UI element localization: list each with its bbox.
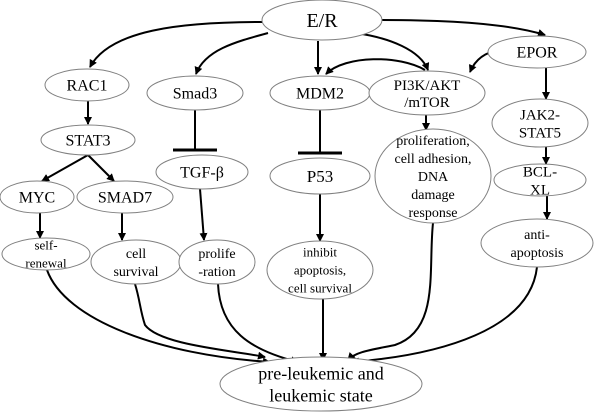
edge-self-renewal-to-leukemic: [46, 269, 271, 366]
edge-stat3-to-smad7: [87, 154, 115, 182]
node-label: PI3K/AKT: [394, 78, 461, 94]
node-proliferation: prolife -ration: [178, 239, 256, 285]
node-shape: [368, 70, 486, 116]
node-label: RAC1: [67, 78, 108, 95]
node-label: TGF-β: [180, 165, 224, 182]
node-bclxl: BCL- XL: [493, 163, 587, 198]
node-tgfb: TGF-β: [155, 154, 249, 190]
node-label: BCL-: [523, 164, 557, 180]
node-label: MYC: [19, 190, 55, 207]
node-label: SMAD7: [98, 190, 152, 207]
node-label: anti-: [524, 228, 550, 243]
node-self-renewal: self-renewal: [1, 237, 91, 271]
node-shape: [480, 218, 594, 268]
edge-tgfb-to-proliferation: [199, 188, 208, 241]
edge-prolif-adhesion-to-leukemic: [347, 222, 434, 361]
node-label: /mTOR: [404, 95, 450, 111]
node-shape: [178, 239, 256, 285]
edge-er-to-rac1: [89, 21, 263, 68]
node-label: XL: [530, 182, 550, 198]
edge-stat3-to-myc: [41, 154, 89, 182]
node-er: E/R: [261, 0, 383, 41]
edge-proliferation-to-leukemic: [217, 283, 299, 365]
node-label: DNA: [418, 170, 449, 185]
node-label: cell adhesion,: [395, 152, 472, 167]
node-label: Smad3: [173, 86, 217, 103]
node-myc: MYC: [0, 180, 75, 214]
edge-cell-survival-to-leukemic: [134, 283, 266, 360]
node-shape: [1, 237, 91, 271]
node-shape: [76, 180, 174, 214]
node-label: response: [409, 206, 458, 221]
node-stat3: STAT3: [40, 124, 136, 156]
node-label: -ration: [198, 265, 235, 280]
node-label: pre-leukemic and: [258, 363, 383, 383]
node-shape: [266, 240, 374, 300]
node-label: P53: [307, 167, 333, 186]
node-rac1: RAC1: [44, 68, 130, 102]
node-label: JAK2-: [520, 107, 560, 123]
node-jak2: JAK2- STAT5: [491, 98, 589, 148]
node-label: STAT5: [519, 125, 561, 141]
node-shape: [219, 356, 423, 412]
edge-anti-apoptosis-to-leukemic: [351, 266, 538, 366]
edge-er-to-epor: [381, 19, 546, 37]
node-label: proliferation,: [396, 134, 469, 149]
node-epor: EPOR: [487, 35, 587, 69]
node-mdm2: MDM2: [269, 75, 371, 111]
node-shape: [155, 154, 249, 190]
node-shape: [493, 163, 587, 197]
node-label: survival: [113, 265, 158, 280]
node-anti-apoptosis: anti-apoptosis: [480, 218, 594, 268]
node-shape: [44, 68, 130, 102]
node-shape: [487, 35, 587, 69]
node-shape: [374, 128, 492, 224]
node-label: inhibit: [303, 245, 337, 260]
node-label: STAT3: [66, 133, 111, 150]
node-shape: [261, 0, 383, 41]
node-shape: [40, 124, 136, 156]
node-inhibit-apoptosis: inhibit apoptosis, cell survival: [266, 240, 374, 300]
node-label: self-: [34, 238, 57, 253]
edge-pi3k-to-mdm2: [325, 58, 426, 75]
edge-er-to-pi3k: [355, 32, 430, 71]
edge-er-to-smad3: [194, 32, 269, 75]
node-label: apoptosis: [511, 246, 564, 261]
node-label: EPOR: [517, 45, 558, 62]
node-cell-survival: cell survival: [90, 239, 182, 285]
node-smad3: Smad3: [146, 75, 244, 111]
node-label: prolife: [198, 247, 235, 262]
node-pi3k: PI3K/AKT/mTOR: [368, 70, 486, 116]
node-label: renewal: [25, 256, 67, 271]
node-shape: [491, 98, 589, 148]
node-shape: [0, 180, 75, 214]
node-label: cell: [126, 247, 146, 262]
node-label: leukemic state: [269, 385, 372, 405]
node-label: E/R: [306, 10, 338, 32]
node-shape: [146, 75, 244, 111]
node-label: apoptosis,: [294, 263, 346, 278]
node-label: MDM2: [296, 86, 344, 103]
node-p53: P53: [269, 157, 371, 195]
node-prolif-adhesion: proliferation, cell adhesion, DNA damage res…: [374, 128, 492, 224]
node-smad7: SMAD7: [76, 180, 174, 214]
node-label: damage: [411, 188, 455, 203]
node-label: cell survival: [288, 281, 352, 296]
node-shape: [269, 157, 371, 195]
